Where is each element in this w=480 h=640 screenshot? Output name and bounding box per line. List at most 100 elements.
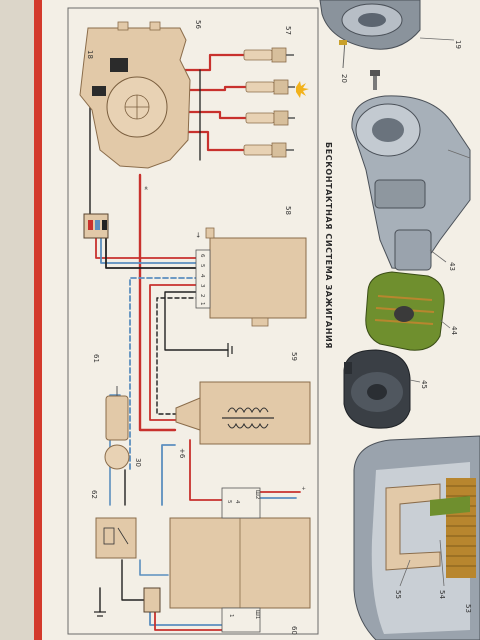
unit-60-bottom-terminals <box>221 607 261 633</box>
terminal-sh1-bottom: Ш1 <box>254 610 260 619</box>
callout-20: 20 <box>340 74 348 83</box>
switch-body <box>105 395 129 441</box>
callout-plus6: +6 <box>178 448 186 459</box>
coil-body <box>199 381 311 445</box>
callout-56: 56 <box>194 20 202 29</box>
wire-coil-plus <box>189 439 236 501</box>
spark-plug-1 <box>243 47 294 63</box>
callout-57: 57 <box>284 26 292 35</box>
ground-symbol-commutator <box>227 343 233 357</box>
commutator-tab <box>205 227 215 239</box>
wire-sensor-red <box>95 237 201 259</box>
terminal-c4-top: 4 <box>234 500 240 504</box>
coil-tower <box>175 397 201 431</box>
diagram-title: БЕСКОНТАКТНАЯ СИСТЕМА ЗАЖИГАНИЯ <box>324 142 333 349</box>
wire-comm-red <box>149 284 201 421</box>
callout-62: 62 <box>90 490 98 499</box>
distributor-tab-1 <box>117 21 129 31</box>
part-54-winding <box>446 478 476 578</box>
relay-coil <box>103 527 115 545</box>
relay-contact <box>117 527 129 545</box>
wire-comm-coil <box>156 297 201 415</box>
bolt-head <box>370 70 380 76</box>
sensor-pin-3 <box>102 220 107 230</box>
callout-leaders <box>399 37 471 587</box>
callout-58: 58 <box>284 206 292 215</box>
terminal-2: 2 <box>199 294 205 298</box>
callout-45: 45 <box>420 380 428 389</box>
callout-19: 19 <box>454 40 462 49</box>
wire-comm-blue <box>129 277 201 471</box>
distributor-tab-2 <box>149 21 161 31</box>
part-44-core <box>394 306 414 322</box>
wire-ht-lead <box>138 173 177 432</box>
part-43-cap-center <box>372 118 404 142</box>
terminal-5: 5 <box>199 264 205 268</box>
wire-plug-3 <box>186 110 272 120</box>
commutator-mount <box>251 317 269 327</box>
terminal-sh2-top: Ш2 <box>254 490 260 499</box>
wire-sensor-black <box>105 237 201 269</box>
part-54-green-band <box>430 496 470 516</box>
spark-plug-4 <box>243 142 294 158</box>
callout-53: 53 <box>464 604 472 613</box>
spark-plug-2 <box>245 79 309 98</box>
wiring <box>89 53 301 631</box>
hall-sensor-block <box>110 58 128 72</box>
unit-60-terminal-labels: Ш2 5 4 + Ш1 1 <box>226 486 306 619</box>
callout-44: 44 <box>450 326 458 335</box>
chevron-icon: « <box>142 186 150 190</box>
wire-coil-blue <box>161 444 176 506</box>
commutator-terminal-block <box>195 249 211 309</box>
part-45-hub <box>367 384 387 400</box>
ground-symbol-left <box>94 611 106 617</box>
spark-plugs <box>243 47 309 158</box>
unit-60-top-terminals <box>221 487 261 519</box>
part-19-hub <box>358 13 386 27</box>
right-illustrations <box>319 0 480 640</box>
terminal-1: 1 <box>199 302 205 306</box>
wire-relay-out <box>121 559 151 601</box>
part-43-shaft-housing <box>394 229 432 271</box>
commutator-terminal-labels: 6 5 4 3 2 1 <box>199 254 205 306</box>
callout-60: 60 <box>290 626 298 635</box>
ignition-coil <box>175 381 311 445</box>
tachometer-unit <box>169 487 311 633</box>
callout-55: 55 <box>394 590 402 599</box>
callout-30: 30 <box>134 458 142 467</box>
wire-relay-blue <box>139 559 169 576</box>
relay-body <box>95 517 137 559</box>
callout-labels: 19 20 43 44 45 53 54 55 56 57 58 59 60 6… <box>86 20 472 635</box>
callout-59: 59 <box>290 352 298 361</box>
part-55-core <box>385 483 441 571</box>
coil-winding-secondary <box>227 422 269 429</box>
part-43-body <box>374 179 426 209</box>
terminal-4: 4 <box>199 274 205 278</box>
wire-plug-4 <box>176 130 270 152</box>
ignition-switch <box>104 386 130 470</box>
terminal-3: 3 <box>199 284 205 288</box>
terminal-plus: + <box>300 486 306 491</box>
diagram-frame <box>67 7 319 635</box>
commutator <box>195 227 307 327</box>
commutator-body <box>209 237 307 319</box>
poster-red-border <box>34 0 42 640</box>
hall-sensor-lead <box>92 86 106 96</box>
terminal-c1-bottom: 1 <box>228 614 234 618</box>
wire-plug-1 <box>180 53 270 72</box>
relay <box>95 517 137 559</box>
spark-plug-3 <box>245 110 295 126</box>
terminal-6: 6 <box>199 254 205 258</box>
callout-54: 54 <box>438 590 446 599</box>
spark-icon <box>296 81 309 98</box>
callout-43: 43 <box>448 262 456 271</box>
callout-18: 18 <box>86 50 94 59</box>
wire-comm-ground <box>164 291 229 351</box>
fuse-block <box>143 587 161 613</box>
sensor-pin-1 <box>88 220 93 230</box>
switch-barrel <box>104 444 130 470</box>
terminal-c5-top: 5 <box>226 500 232 504</box>
coil-winding-primary <box>227 407 269 414</box>
bolt-shaft <box>373 76 377 90</box>
